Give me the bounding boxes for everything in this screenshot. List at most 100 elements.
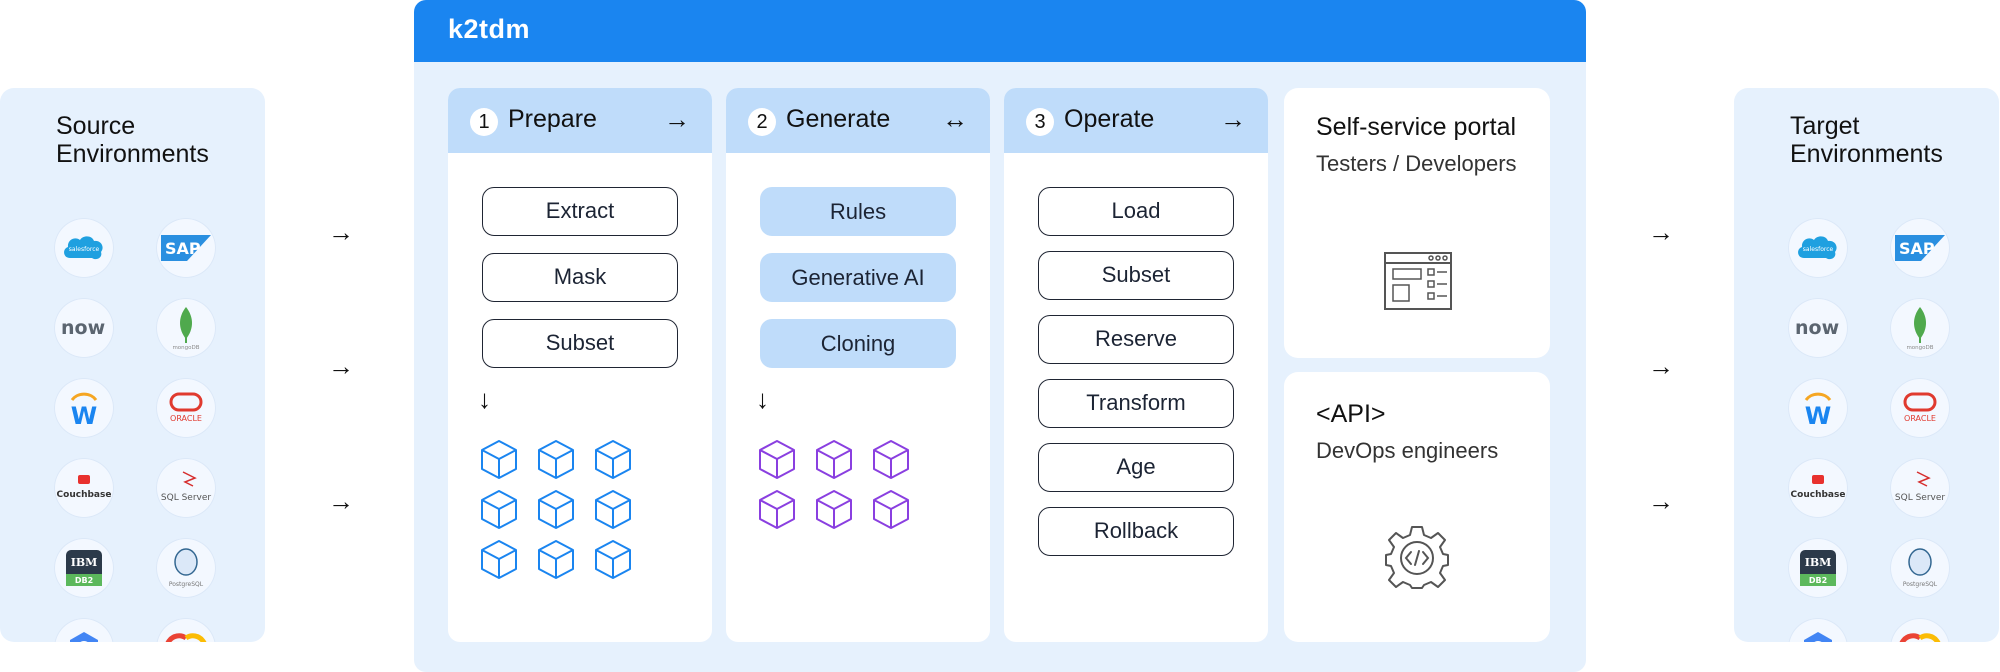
couchbase-logo: Couchbase (1788, 458, 1848, 518)
svg-text:ORACLE: ORACLE (1904, 414, 1936, 423)
servicenow-logo: now (54, 298, 114, 358)
source-environments-panel: Source Environments salesforce SAP now m… (0, 88, 265, 642)
salesforce-logo: salesforce (1788, 218, 1848, 278)
generate-column: 2 Generate ↔ Rules Generative AI Cloning… (726, 88, 990, 642)
svg-text:IBM: IBM (1805, 556, 1832, 569)
cube-icon (481, 440, 517, 479)
svg-text:IBM: IBM (71, 556, 98, 569)
workday-logo: W (1788, 378, 1848, 438)
down-arrow-icon: ↓ (756, 384, 769, 414)
k2tdm-logo: k2tdm (448, 14, 531, 44)
mask-box: Mask (482, 253, 678, 302)
target-logo-grid: salesforce SAP now mongoDB W ORACLE Couc… (1788, 218, 1950, 642)
svg-text:W: W (71, 402, 97, 428)
target-environments-panel: Target Environments salesforce SAP now m… (1734, 88, 1999, 642)
google-cloud-logo (156, 618, 216, 642)
target-title: Target Environments (1790, 112, 1943, 168)
step-title: Prepare (508, 105, 597, 133)
operate-header: 3 Operate → (1004, 88, 1268, 153)
extract-box: Extract (482, 187, 678, 236)
step-title: Generate (786, 105, 891, 133)
source-logo-grid: salesforce SAP now mongoDB W ORACLE Couc… (54, 218, 216, 642)
rollback-box: Rollback (1038, 507, 1234, 556)
data-cubes-purple (756, 438, 912, 530)
flow-arrow-right-1: → (1648, 217, 1674, 247)
code-gear-icon (1385, 526, 1449, 589)
target-title-line2: Environments (1790, 140, 1943, 168)
prepare-header: 1 Prepare → (448, 88, 712, 153)
reserve-box: Reserve (1038, 315, 1234, 364)
right-arrow-icon: → (1220, 104, 1246, 134)
age-box: Age (1038, 443, 1234, 492)
workday-logo: W (54, 378, 114, 438)
svg-text:Couchbase: Couchbase (57, 490, 111, 500)
platform-header: k2tdm (414, 0, 1586, 62)
flow-arrow-right-3: → (1648, 486, 1674, 516)
api-subtitle: DevOps engineers (1316, 438, 1499, 463)
mongodb-logo: mongoDB (156, 298, 216, 358)
k2tdm-platform-frame: k2tdm 1 Prepare → Extract Mask Subset ↓ … (414, 0, 1586, 672)
postgresql-logo: PostgreSQL (1890, 538, 1950, 598)
rules-box: Rules (760, 187, 956, 236)
right-arrow-icon: → (664, 104, 690, 134)
self-service-portal-card: Self-service portal Testers / Developers (1284, 88, 1550, 358)
operate-column: 3 Operate → Load Subset Reserve Transfor… (1004, 88, 1268, 642)
step-number: 3 (1026, 108, 1054, 136)
bidirectional-arrow-icon: ↔ (942, 104, 968, 134)
ibm-db2-logo: IBM DB2 (1788, 538, 1848, 598)
couchbase-logo: Couchbase (54, 458, 114, 518)
transform-box: Transform (1038, 379, 1234, 428)
cube-icon (481, 490, 517, 529)
cube-icon (873, 490, 909, 529)
cube-icon (538, 440, 574, 479)
cube-icon (873, 440, 909, 479)
svg-text:salesforce: salesforce (69, 246, 100, 253)
down-arrow-icon: ↓ (478, 384, 491, 414)
google-cloud-logo (1890, 618, 1950, 642)
generate-header: 2 Generate ↔ (726, 88, 990, 153)
flow-arrow-left-3: → (328, 486, 354, 516)
source-title-line2: Environments (56, 140, 209, 168)
svg-text:W: W (1805, 402, 1831, 428)
portal-title: Self-service portal (1316, 113, 1517, 141)
oracle-logo: ORACLE (1890, 378, 1950, 438)
sap-logo: SAP (1890, 218, 1950, 278)
cube-icon (816, 440, 852, 479)
cube-icon (481, 540, 517, 579)
svg-text:SQL Server: SQL Server (161, 493, 211, 503)
step-number: 1 (470, 108, 498, 136)
svg-text:mongoDB: mongoDB (1906, 345, 1933, 351)
cube-icon (595, 490, 631, 529)
google-cloud-sql-logo (1788, 618, 1848, 642)
cube-icon (538, 490, 574, 529)
flow-arrow-left-2: → (328, 351, 354, 381)
sql-server-logo: SQL Server (156, 458, 216, 518)
portal-subtitle: Testers / Developers (1316, 151, 1517, 176)
data-cubes-blue (478, 438, 634, 580)
step-number: 2 (748, 108, 776, 136)
step-title: Operate (1064, 105, 1155, 133)
oracle-logo: ORACLE (156, 378, 216, 438)
svg-text:SAP: SAP (1899, 239, 1935, 258)
cube-icon (595, 440, 631, 479)
svg-text:SAP: SAP (165, 239, 201, 258)
svg-text:now: now (61, 317, 105, 339)
salesforce-logo: salesforce (54, 218, 114, 278)
svg-text:Couchbase: Couchbase (1791, 490, 1845, 500)
svg-text:DB2: DB2 (1809, 576, 1827, 585)
cube-icon (538, 540, 574, 579)
prepare-column: 1 Prepare → Extract Mask Subset ↓ (448, 88, 712, 642)
svg-text:PostgreSQL: PostgreSQL (169, 581, 204, 588)
svg-text:DB2: DB2 (75, 576, 93, 585)
svg-text:mongoDB: mongoDB (172, 345, 199, 351)
flow-arrow-left-1: → (328, 217, 354, 247)
svg-text:now: now (1795, 317, 1839, 339)
target-title-line1: Target (1790, 112, 1860, 140)
source-title-line1: Source (56, 112, 136, 140)
browser-window-icon (1384, 252, 1452, 310)
sap-logo: SAP (156, 218, 216, 278)
cube-icon (759, 490, 795, 529)
postgresql-logo: PostgreSQL (156, 538, 216, 598)
cube-icon (759, 440, 795, 479)
subset-box: Subset (1038, 251, 1234, 300)
